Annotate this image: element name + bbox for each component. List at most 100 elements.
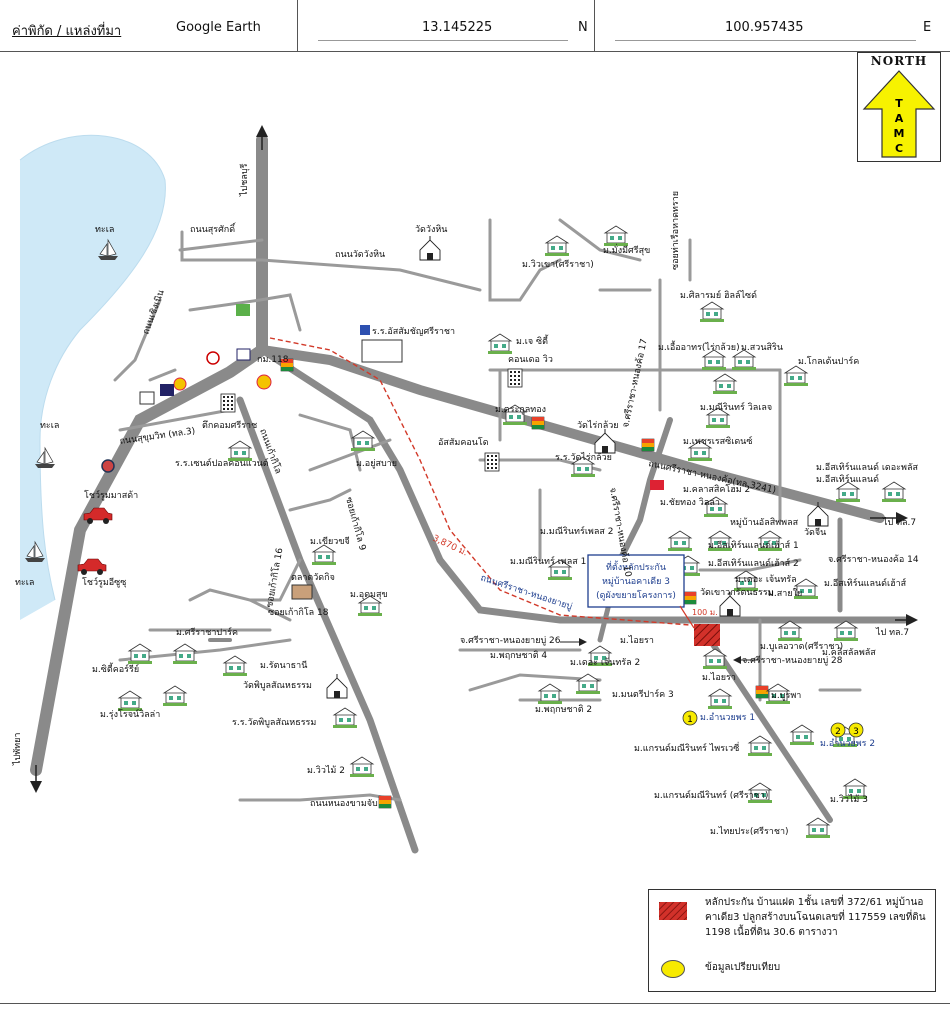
svg-text:ม.มนตรีปาร์ค 3: ม.มนตรีปาร์ค 3: [612, 688, 674, 700]
longitude-dir: E: [923, 20, 932, 35]
svg-text:ม.อีสเทิร์นแลนด์: ม.อีสเทิร์นแลนด์: [816, 473, 879, 485]
svg-text:ม.ไทยประ(ศรีราชา): ม.ไทยประ(ศรีราชา): [710, 826, 789, 837]
svg-text:ม.เดอะ เจ้นทรัล: ม.เดอะ เจ้นทรัล: [735, 574, 797, 585]
svg-text:ม.ชัยทอง วิลล่า: ม.ชัยทอง วิลล่า: [660, 497, 720, 508]
latitude-dir: N: [578, 20, 588, 35]
svg-text:M: M: [894, 127, 905, 140]
svg-text:ม.อีสเทิร์นแลนด์เฮ้าส์ 2: ม.อีสเทิร์นแลนด์เฮ้าส์ 2: [708, 557, 799, 569]
subject-plot: [694, 624, 720, 646]
svg-text:ทะเล: ทะเล: [15, 578, 34, 588]
svg-text:ม.เจ ซิตี้: ม.เจ ซิตี้: [516, 334, 549, 347]
svg-text:ม.ไอยรา: ม.ไอยรา: [620, 635, 654, 646]
svg-text:ม.แกรนด์มณีรินทร์ (ศรีราชา): ม.แกรนด์มณีรินทร์ (ศรีราชา): [654, 789, 768, 801]
svg-text:2: 2: [835, 727, 841, 737]
bank-icon: [236, 348, 251, 361]
source-value: Google Earth: [176, 20, 261, 35]
svg-text:3: 3: [853, 727, 859, 737]
source-cell: ค่าพิกัด / แหล่งที่มา Google Earth: [0, 0, 298, 52]
svg-text:ตลาดวัดกิจ: ตลาดวัดกิจ: [291, 572, 335, 583]
svg-text:ม.อีสเทิร์นแลนด์ เดอะพลัส: ม.อีสเทิร์นแลนด์ เดอะพลัส: [816, 461, 918, 473]
svg-text:จ.ศรีราชา-หนองค้อ 17: จ.ศรีราชา-หนองค้อ 17: [620, 338, 650, 429]
svg-text:ถนนสุรศักดิ์: ถนนสุรศักดิ์: [190, 222, 237, 235]
svg-text:ม.อำนวยพร 1: ม.อำนวยพร 1: [700, 712, 755, 723]
longitude-value: 100.957435: [725, 20, 804, 35]
svg-text:ม.วิวเขา(ศรีราชา): ม.วิวเขา(ศรีราชา): [522, 259, 594, 270]
source-label: ค่าพิกัด / แหล่งที่มา: [12, 24, 122, 39]
bank-icon: [236, 304, 250, 316]
svg-text:ไปพัทยา: ไปพัทยา: [12, 733, 23, 766]
map-legend: หลักประกัน บ้านแฝด 1ชั้น เลขที่ 372/61 ห…: [648, 889, 936, 992]
subject-callout-line2: หมู่บ้านอคาเดีย 3: [602, 576, 670, 587]
seven-eleven-icon: [755, 685, 769, 699]
svg-text:ม.พฤกษชาติ 4: ม.พฤกษชาติ 4: [490, 650, 547, 661]
svg-text:ม.วิวไม้ 3: ม.วิวไม้ 3: [830, 794, 868, 805]
svg-text:ซอยท่าเรือหาดทราย: ซอยท่าเรือหาดทราย: [670, 191, 681, 270]
coordinate-header: ค่าพิกัด / แหล่งที่มา Google Earth 13.14…: [0, 0, 950, 52]
svg-text:ม.สวนสิริน: ม.สวนสิริน: [741, 342, 783, 353]
north-arrow-icon: T A M C: [862, 70, 936, 158]
legend-compare-text: ข้อมูลเปรียบเทียบ: [705, 962, 781, 973]
svg-text:ม.เพชรเรสซิเดนซ์: ม.เพชรเรสซิเดนซ์: [683, 435, 752, 447]
building-icon: [507, 368, 523, 388]
road-network: [30, 134, 909, 854]
svg-text:ม.ตระกูลทอง: ม.ตระกูลทอง: [495, 405, 546, 415]
svg-text:จ.ศรีราชา-หนองยายบู่ 28: จ.ศรีราชา-หนองยายบู่ 28: [742, 655, 843, 666]
svg-text:ม.เดอะ เจ้นทรัล 2: ม.เดอะ เจ้นทรัล 2: [570, 657, 640, 668]
north-arrow-box: NORTH T A M C: [857, 52, 941, 162]
bank-icon: [139, 391, 155, 405]
sea-area: [20, 135, 166, 620]
svg-text:ถนนเชิงเนิน: ถนนเชิงเนิน: [140, 288, 166, 336]
svg-text:โชว์รูมอีซูซุ: โชว์รูมอีซูซุ: [82, 576, 126, 588]
svg-text:วัดเขาวกรัตนธรรม: วัดเขาวกรัตนธรรม: [700, 588, 774, 598]
svg-text:ม.อำนวยพร 2: ม.อำนวยพร 2: [820, 738, 875, 749]
svg-text:ม.บูรพา: ม.บูรพา: [771, 691, 801, 701]
svg-text:วัดพิบูลสัณหธรรม: วัดพิบูลสัณหธรรม: [243, 680, 312, 691]
longitude-cell: 100.957435 E: [595, 0, 950, 52]
svg-text:ซอยเก้ากิโล 18: ซอยเก้ากิโล 18: [268, 607, 329, 618]
bank-icon: [160, 384, 174, 396]
subject-callout-line1: ที่ตั้งหลักประกัน: [606, 560, 666, 573]
subject-callout-line3: (ดูผังขยายโครงการ): [596, 590, 676, 601]
svg-text:ม.ซิตี้คอร์รีย์: ม.ซิตี้คอร์รีย์: [92, 662, 139, 675]
svg-text:ถนนวัดวังหิน: ถนนวัดวังหิน: [335, 249, 385, 260]
svg-text:ทะเล: ทะเล: [40, 421, 59, 431]
svg-text:ม.อุดมสุข: ม.อุดมสุข: [350, 590, 388, 600]
village-icons: [117, 225, 907, 839]
svg-text:1: 1: [687, 715, 693, 725]
school-icon: [332, 707, 358, 729]
svg-text:หมู่บ้านอัลสิพพลส: หมู่บ้านอัลสิพพลส: [730, 517, 799, 528]
svg-text:ร.ร.อัสสัมชัญศรีราชา: ร.ร.อัสสัมชัญศรีราชา: [372, 326, 455, 337]
svg-text:ม.อีสเทิร์นแลนด์เฮ้าส์ 1: ม.อีสเทิร์นแลนด์เฮ้าส์ 1: [708, 539, 799, 551]
svg-text:ม.เขียวขจี: ม.เขียวขจี: [310, 536, 350, 547]
svg-text:ม.รัตนาธานี: ม.รัตนาธานี: [260, 660, 307, 671]
svg-text:ร.ร.วัดไร่กล้วย: ร.ร.วัดไร่กล้วย: [555, 452, 612, 463]
svg-text:ม.อีสเทิร์นแลนด์เฮ้าส์: ม.อีสเทิร์นแลนด์เฮ้าส์: [824, 577, 907, 589]
svg-text:กม.118: กม.118: [257, 355, 289, 365]
svg-text:ม.คลิสลัลพลัส: ม.คลิสลัลพลัส: [822, 647, 876, 658]
shell-icon: [173, 377, 187, 391]
ptt-icon: [206, 351, 220, 365]
svg-text:ม.โกลเด้นปาร์ค: ม.โกลเด้นปาร์ค: [798, 355, 859, 367]
subject-swatch: [659, 902, 687, 920]
svg-text:ไป ทล.7: ไป ทล.7: [875, 627, 909, 638]
footer-rule: [0, 1003, 950, 1009]
svg-text:ตึกคอมศรีราช: ตึกคอมศรีราช: [202, 420, 257, 431]
compare-swatch: [661, 960, 685, 978]
seven-eleven-icon: [641, 438, 655, 452]
svg-text:T: T: [895, 97, 903, 110]
svg-text:ร.ร.วัดพิบูลสัณหธรรม: ร.ร.วัดพิบูลสัณหธรรม: [232, 717, 316, 728]
svg-text:100 ม.: 100 ม.: [692, 608, 718, 617]
temple-icon: [419, 235, 441, 261]
north-title: NORTH: [870, 54, 928, 68]
svg-text:ม.มั่งมีศรีสุข: ม.มั่งมีศรีสุข: [603, 243, 650, 256]
svg-text:ซอยเก้ากิโล 16: ซอยเก้ากิโล 16: [264, 547, 285, 609]
shop-icon: [650, 480, 664, 490]
svg-text:ม.ศรีราชาปาร์ค: ม.ศรีราชาปาร์ค: [176, 626, 238, 638]
car-icon: [77, 558, 107, 576]
svg-text:ม.วิวไม้ 2: ม.วิวไม้ 2: [307, 765, 345, 776]
location-map: 1 2 3 ที่ตั้งหลักประกัน หมู่บ้านอคาเดีย …: [12, 125, 919, 854]
svg-text:ม.มณีรินทร์ วิลเลจ: ม.มณีรินทร์ วิลเลจ: [700, 401, 772, 413]
svg-text:C: C: [895, 142, 903, 155]
map-labels: ทะเล ทะเล ทะเล ไปชลบุรี ไปพัทยา ถนนสุรศั…: [12, 163, 919, 837]
school-icon: [227, 440, 253, 462]
